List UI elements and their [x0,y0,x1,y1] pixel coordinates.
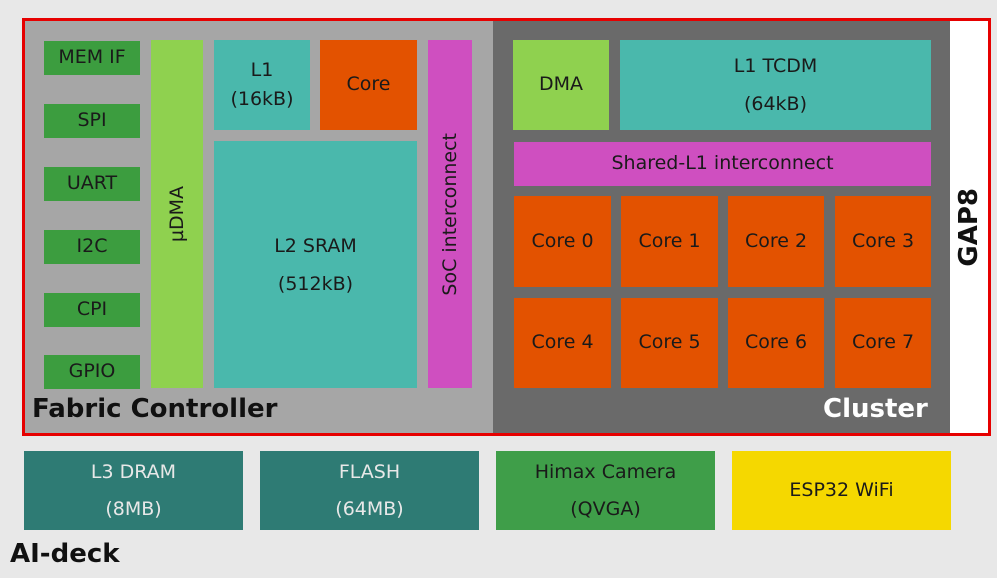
l1-tcdm-size: (64kB) [743,93,808,115]
ai-deck-label: AI-deck [10,539,120,569]
peripheral-uart: UART [44,167,140,201]
fc-core: Core [320,40,417,130]
l3-dram-size: (8MB) [105,497,162,520]
soc-interconnect: SoC interconnect [428,40,472,388]
udma-label: µDMA [166,185,188,243]
cluster-label: Cluster [823,394,928,424]
peripheral-cpi: CPI [44,293,140,327]
camera-name: Himax Camera [534,461,677,484]
cluster-core-1: Core 1 [621,196,718,287]
cluster-core-5: Core 5 [621,298,718,388]
cluster-core-3: Core 3 [835,196,931,287]
l1-tcdm-name: L1 TCDM [733,55,818,77]
fabric-controller-label: Fabric Controller [32,394,278,424]
cluster-dma: DMA [513,40,609,130]
himax-camera: Himax Camera (QVGA) [496,451,715,530]
l3-dram: L3 DRAM (8MB) [24,451,243,530]
gap8-label: GAP8 [954,187,984,267]
l1-tcdm: L1 TCDM (64kB) [620,40,931,130]
shared-l1-interconnect: Shared-L1 interconnect [514,142,931,186]
soc-interconnect-label: SoC interconnect [439,132,461,296]
cluster-core-6: Core 6 [728,298,824,388]
cluster-core-0: Core 0 [514,196,611,287]
flash-name: FLASH [338,461,401,484]
l2-sram: L2 SRAM (512kB) [214,141,417,388]
peripheral-spi: SPI [44,104,140,138]
cluster-core-7: Core 7 [835,298,931,388]
peripheral-gpio: GPIO [44,355,140,389]
camera-resolution: (QVGA) [570,497,641,520]
l2-sram-size: (512kB) [277,272,354,295]
esp32-wifi: ESP32 WiFi [732,451,951,530]
cluster-core-4: Core 4 [514,298,611,388]
fc-l1-size: (16kB) [230,88,294,110]
cluster-core-2: Core 2 [728,196,824,287]
peripheral-mem-if: MEM IF [44,41,140,75]
fc-l1-memory: L1 (16kB) [214,40,310,130]
l2-sram-name: L2 SRAM [274,234,357,257]
flash-memory: FLASH (64MB) [260,451,479,530]
l3-dram-name: L3 DRAM [90,461,177,484]
peripheral-i2c: I2C [44,230,140,264]
fc-l1-name: L1 [250,58,274,81]
udma-block: µDMA [151,40,203,388]
flash-size: (64MB) [335,497,404,520]
